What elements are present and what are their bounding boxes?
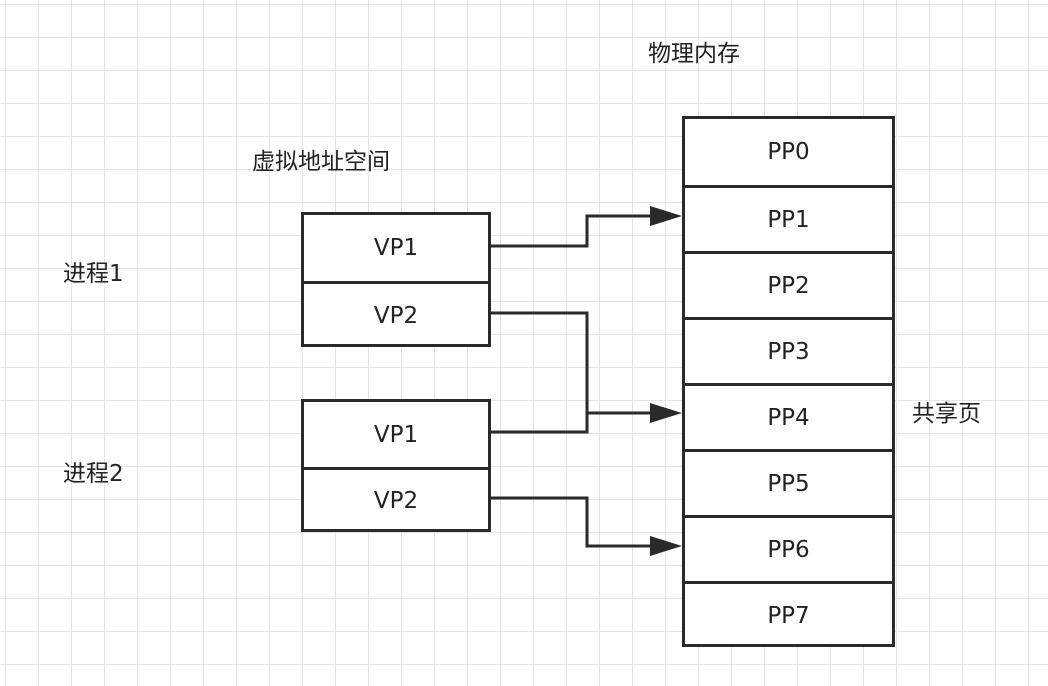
pp2-cell: PP2 [685, 251, 892, 317]
process1-virtual-pages: VP1 VP2 [301, 212, 491, 347]
process2-virtual-pages: VP1 VP2 [301, 399, 491, 532]
physical-memory-stack: PP0 PP1 PP2 PP3 PP4 PP5 PP6 PP7 [682, 116, 895, 647]
shared-page-label: 共享页 [912, 401, 981, 427]
arrow-p1-vp1-to-pp1 [491, 214, 652, 248]
pp5-cell: PP5 [685, 449, 892, 515]
arrowhead-pp1 [650, 206, 682, 226]
arrow-p2-vp2-to-pp6 [491, 496, 652, 548]
arrowhead-pp4 [650, 403, 682, 423]
pp4-cell: PP4 [685, 383, 892, 449]
arrow-p2-vp1-to-pp4 [491, 413, 589, 434]
pp0-cell: PP0 [767, 139, 810, 165]
process2-vp2-cell: VP2 [304, 467, 488, 532]
arrowhead-pp6 [650, 536, 682, 556]
process2-label: 进程2 [63, 461, 124, 487]
pp1-cell: PP1 [685, 185, 892, 251]
virtual-address-space-title: 虚拟地址空间 [252, 149, 390, 175]
process1-vp2-cell: VP2 [304, 281, 488, 347]
pp6-cell: PP6 [685, 515, 892, 581]
pp3-cell: PP3 [685, 317, 892, 383]
process1-label: 进程1 [63, 261, 124, 287]
physical-memory-title: 物理内存 [648, 41, 740, 67]
process1-vp1-cell: VP1 [373, 235, 419, 261]
arrow-p1-vp2-to-pp4 [491, 311, 652, 415]
pp7-cell: PP7 [685, 581, 892, 647]
process2-vp1-cell: VP1 [373, 421, 419, 448]
